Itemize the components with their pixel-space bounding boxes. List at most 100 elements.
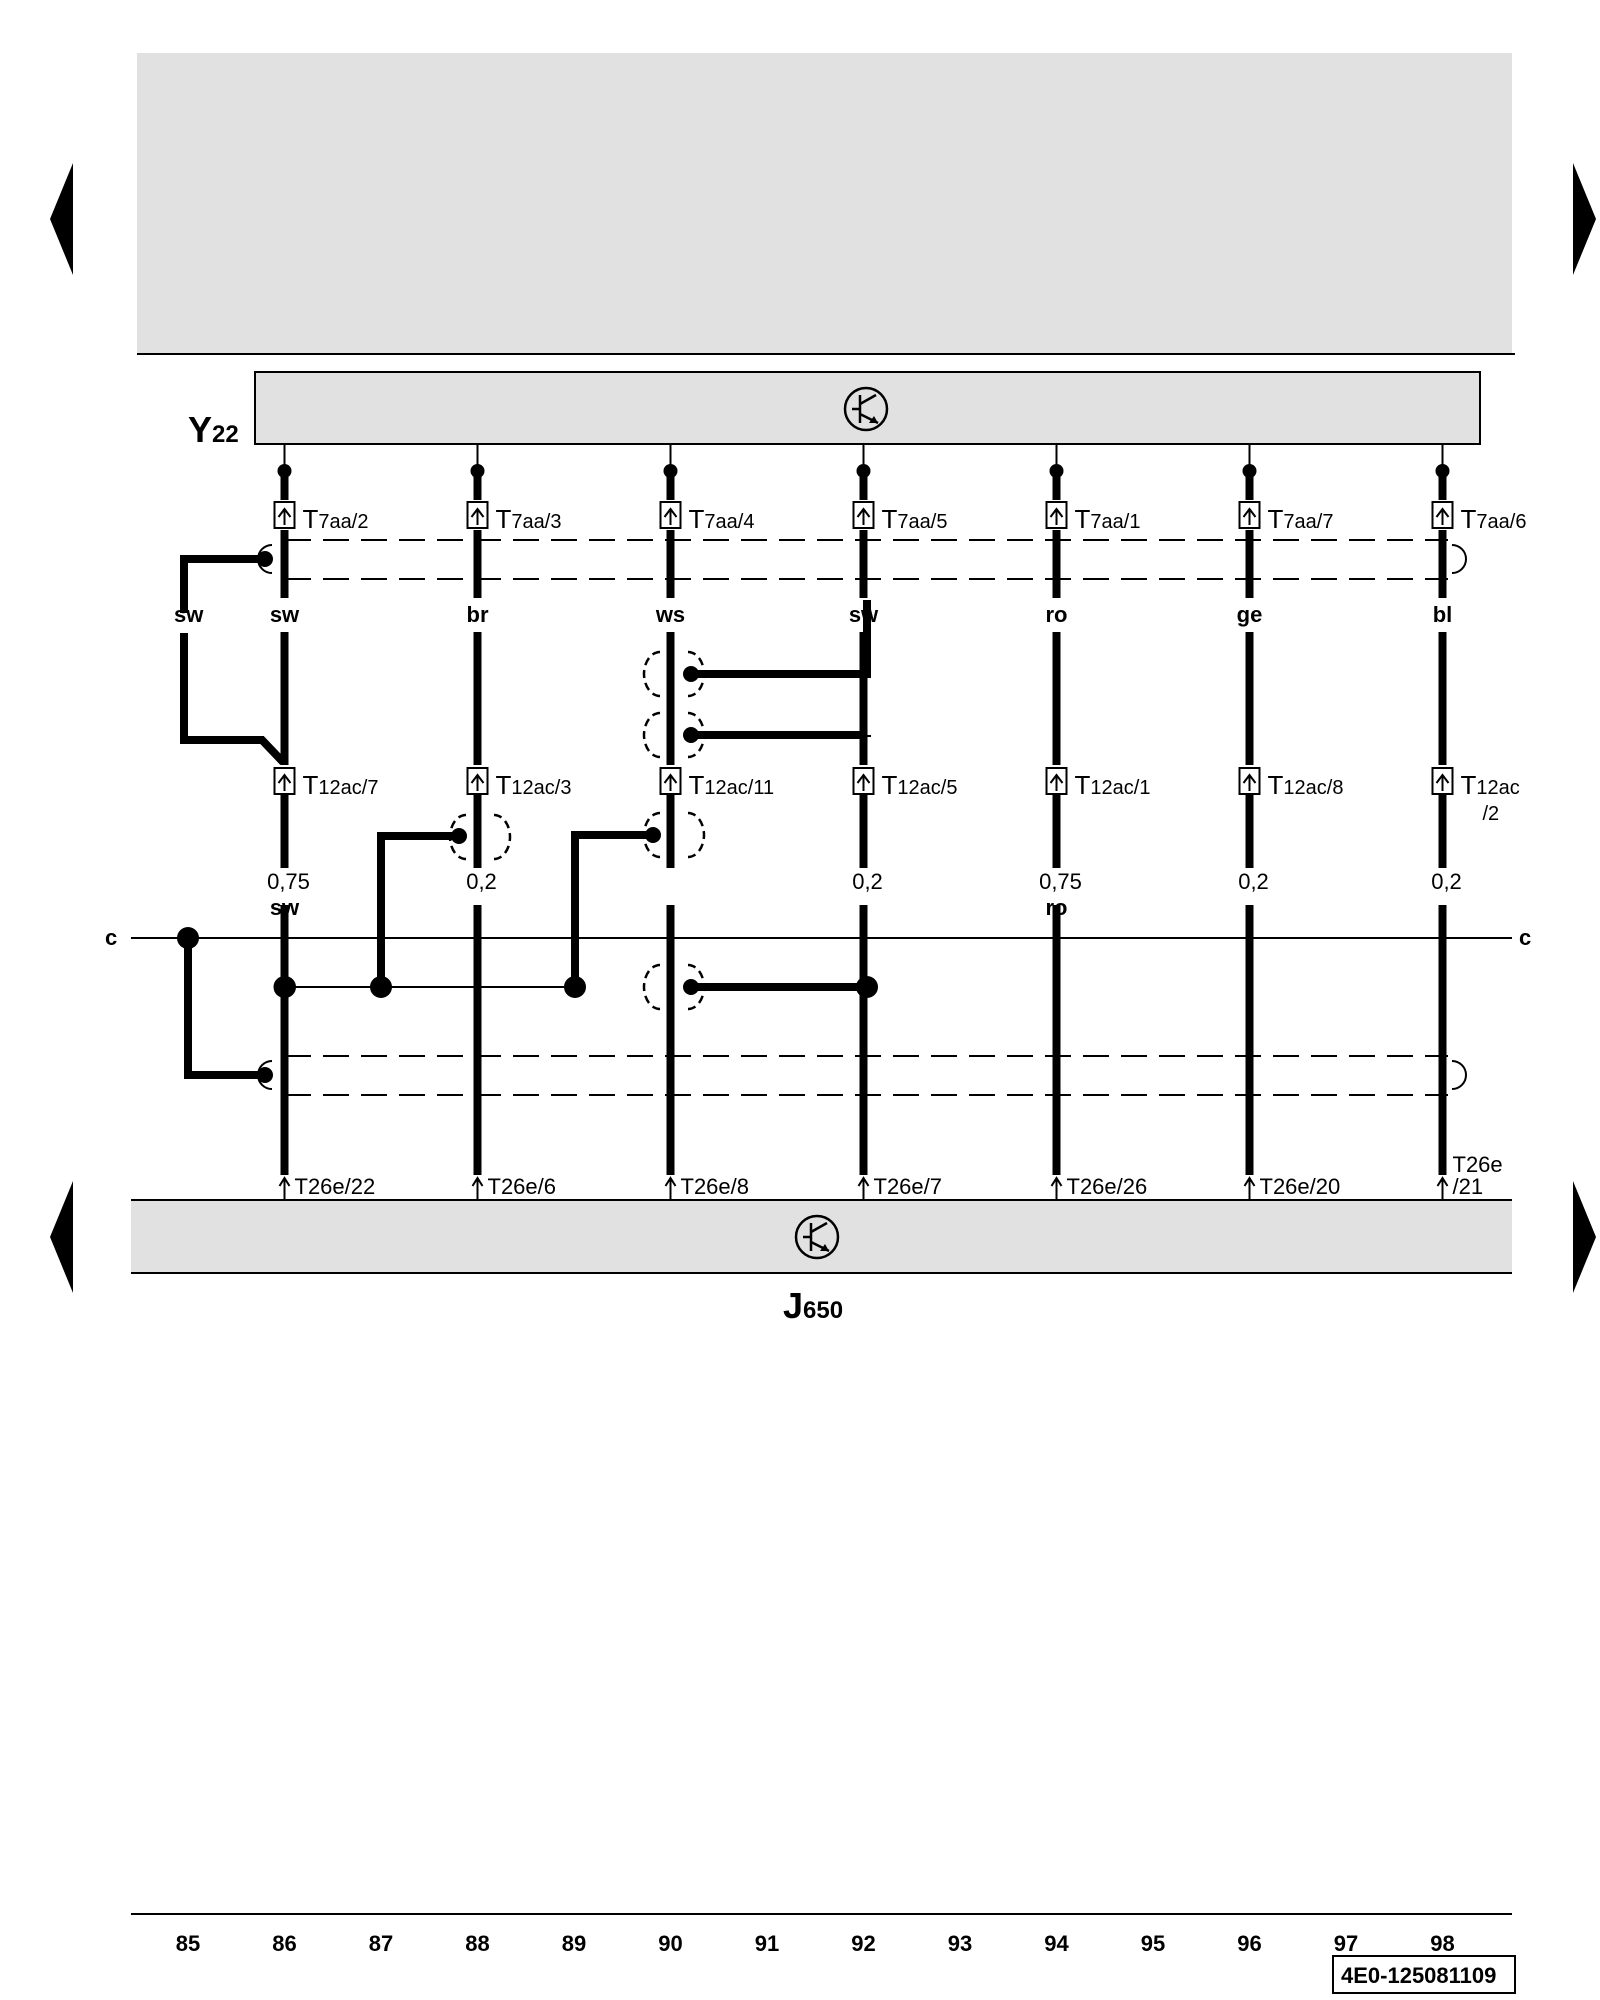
nav-arrow-left-top[interactable] [50,163,73,275]
t26e-label: T26e/8 [681,1174,750,1199]
footer-number: 89 [562,1931,586,1956]
t7aa-sub: 7aa/7 [1283,511,1333,533]
t7aa-prefix: T [882,504,898,534]
t7aa-sub: 7aa/5 [897,511,947,533]
t7aa-prefix: T [1075,504,1091,534]
connector-t7aa-icon [1045,501,1068,529]
t12ac-sub: 12ac/7 [318,777,378,799]
top-panel [137,53,1512,353]
pin-arrow-icon [471,1176,484,1200]
wire-size-label: 0,2 [852,869,883,894]
jumper-nodes [274,666,878,998]
pin-arrow-icon [857,1176,870,1200]
jumpers [377,600,871,991]
footer-number: 92 [851,1931,875,1956]
wire-size-color-label: sw [270,895,300,920]
footer-number: 98 [1430,1931,1454,1956]
t7aa-prefix: T [303,504,319,534]
footer-number: 96 [1237,1931,1261,1956]
wire-color-label: bl [1433,602,1453,627]
connector-t7aa-icon [466,501,489,529]
footer-number: 95 [1141,1931,1165,1956]
doc-code-box [1332,1955,1516,1994]
footer-number: 90 [658,1931,682,1956]
wire-color-label: sw [270,602,300,627]
t7aa-prefix: T [1461,504,1477,534]
t26e-label-line2: /21 [1453,1174,1484,1199]
shield-drain-bottom-end [257,1067,273,1083]
t12ac-sub: 12ac [1476,777,1519,799]
component-y22-label: Y22 [188,409,239,450]
ground-label-right: c [1519,925,1531,950]
connector-t12ac-icon [1238,767,1261,795]
t7aa-label: T7aa/4 [689,504,755,534]
t12ac-sub: 12ac/5 [897,777,957,799]
nav-arrow-right-top[interactable] [1573,163,1596,275]
t12ac-label: T12ac/7 [303,770,379,800]
t26e-label: T26e/7 [874,1174,943,1199]
t7aa-label: T7aa/1 [1075,504,1141,534]
connector-t7aa-icon [273,501,296,529]
t12ac-label: T12ac/1 [1075,770,1151,800]
shield-drain-bottom-node [177,927,199,949]
footer-number: 94 [1044,1931,1069,1956]
t7aa-sub: 7aa/2 [318,511,368,533]
t12ac-prefix: T [1268,770,1284,800]
component-j650-label: J650 [783,1285,843,1326]
nav-arrow-right-bottom[interactable] [1573,1181,1596,1293]
t26e-label: T26e [1453,1152,1503,1177]
shield-drain-top-node [257,551,273,567]
shield-drain-top [180,555,286,765]
connector-t12ac-icon [273,767,296,795]
nav-arrow-left-bottom[interactable] [50,1181,73,1293]
connector-t7aa-icon [659,501,682,529]
wire-size-label: 0,2 [1238,869,1269,894]
t12ac-prefix: T [303,770,319,800]
t7aa-sub: 7aa/3 [511,511,561,533]
t12ac-label: T12ac/3 [496,770,572,800]
t26e-label: T26e/22 [295,1174,376,1199]
t7aa-sub: 7aa/6 [1476,511,1526,533]
footer-number: 91 [755,1931,779,1956]
crossing-arcs [448,650,706,1011]
connector-t7aa-icon [1238,501,1261,529]
t12ac-label: T12ac/5 [882,770,958,800]
wire-layer: T7aa/2swT12ac/70,75swT26e/22T7aa/3brT12a… [267,444,1526,1200]
pin-arrow-icon [1243,1176,1256,1200]
t7aa-label: T7aa/5 [882,504,948,534]
connector-t7aa-icon [1431,501,1454,529]
wire-size-label: 0,2 [1431,869,1462,894]
t26e-label: T26e/20 [1260,1174,1341,1199]
t12ac-prefix: T [496,770,512,800]
t7aa-label: T7aa/2 [303,504,369,534]
ground-label-left: c [105,925,117,950]
t26e-label: T26e/26 [1067,1174,1148,1199]
t12ac-label: T12ac/8 [1268,770,1344,800]
connector-t12ac-icon [466,767,489,795]
shield-wire-color: sw [174,602,204,627]
pin-arrow-icon [664,1176,677,1200]
doc-code: 4E0-125081109 [1341,1963,1496,1988]
wire-size-label: 0,75 [267,869,310,894]
connector-t12ac-icon [659,767,682,795]
t12ac-sub: 12ac/1 [1090,777,1150,799]
shield-drain-bottom [184,938,265,1079]
connector-t12ac-icon [1045,767,1068,795]
footer-number: 87 [369,1931,393,1956]
t12ac-sub: 12ac/11 [704,777,774,799]
t7aa-label: T7aa/3 [496,504,562,534]
connector-t12ac-icon [1431,767,1454,795]
t12ac-prefix: T [882,770,898,800]
wire-color-label: ws [655,602,685,627]
footer-number: 88 [465,1931,489,1956]
pin-arrow-icon [278,1176,291,1200]
t12ac-label: T12ac/11 [689,770,775,800]
t12ac-sub2: /2 [1483,803,1500,825]
t7aa-label: T7aa/7 [1268,504,1334,534]
